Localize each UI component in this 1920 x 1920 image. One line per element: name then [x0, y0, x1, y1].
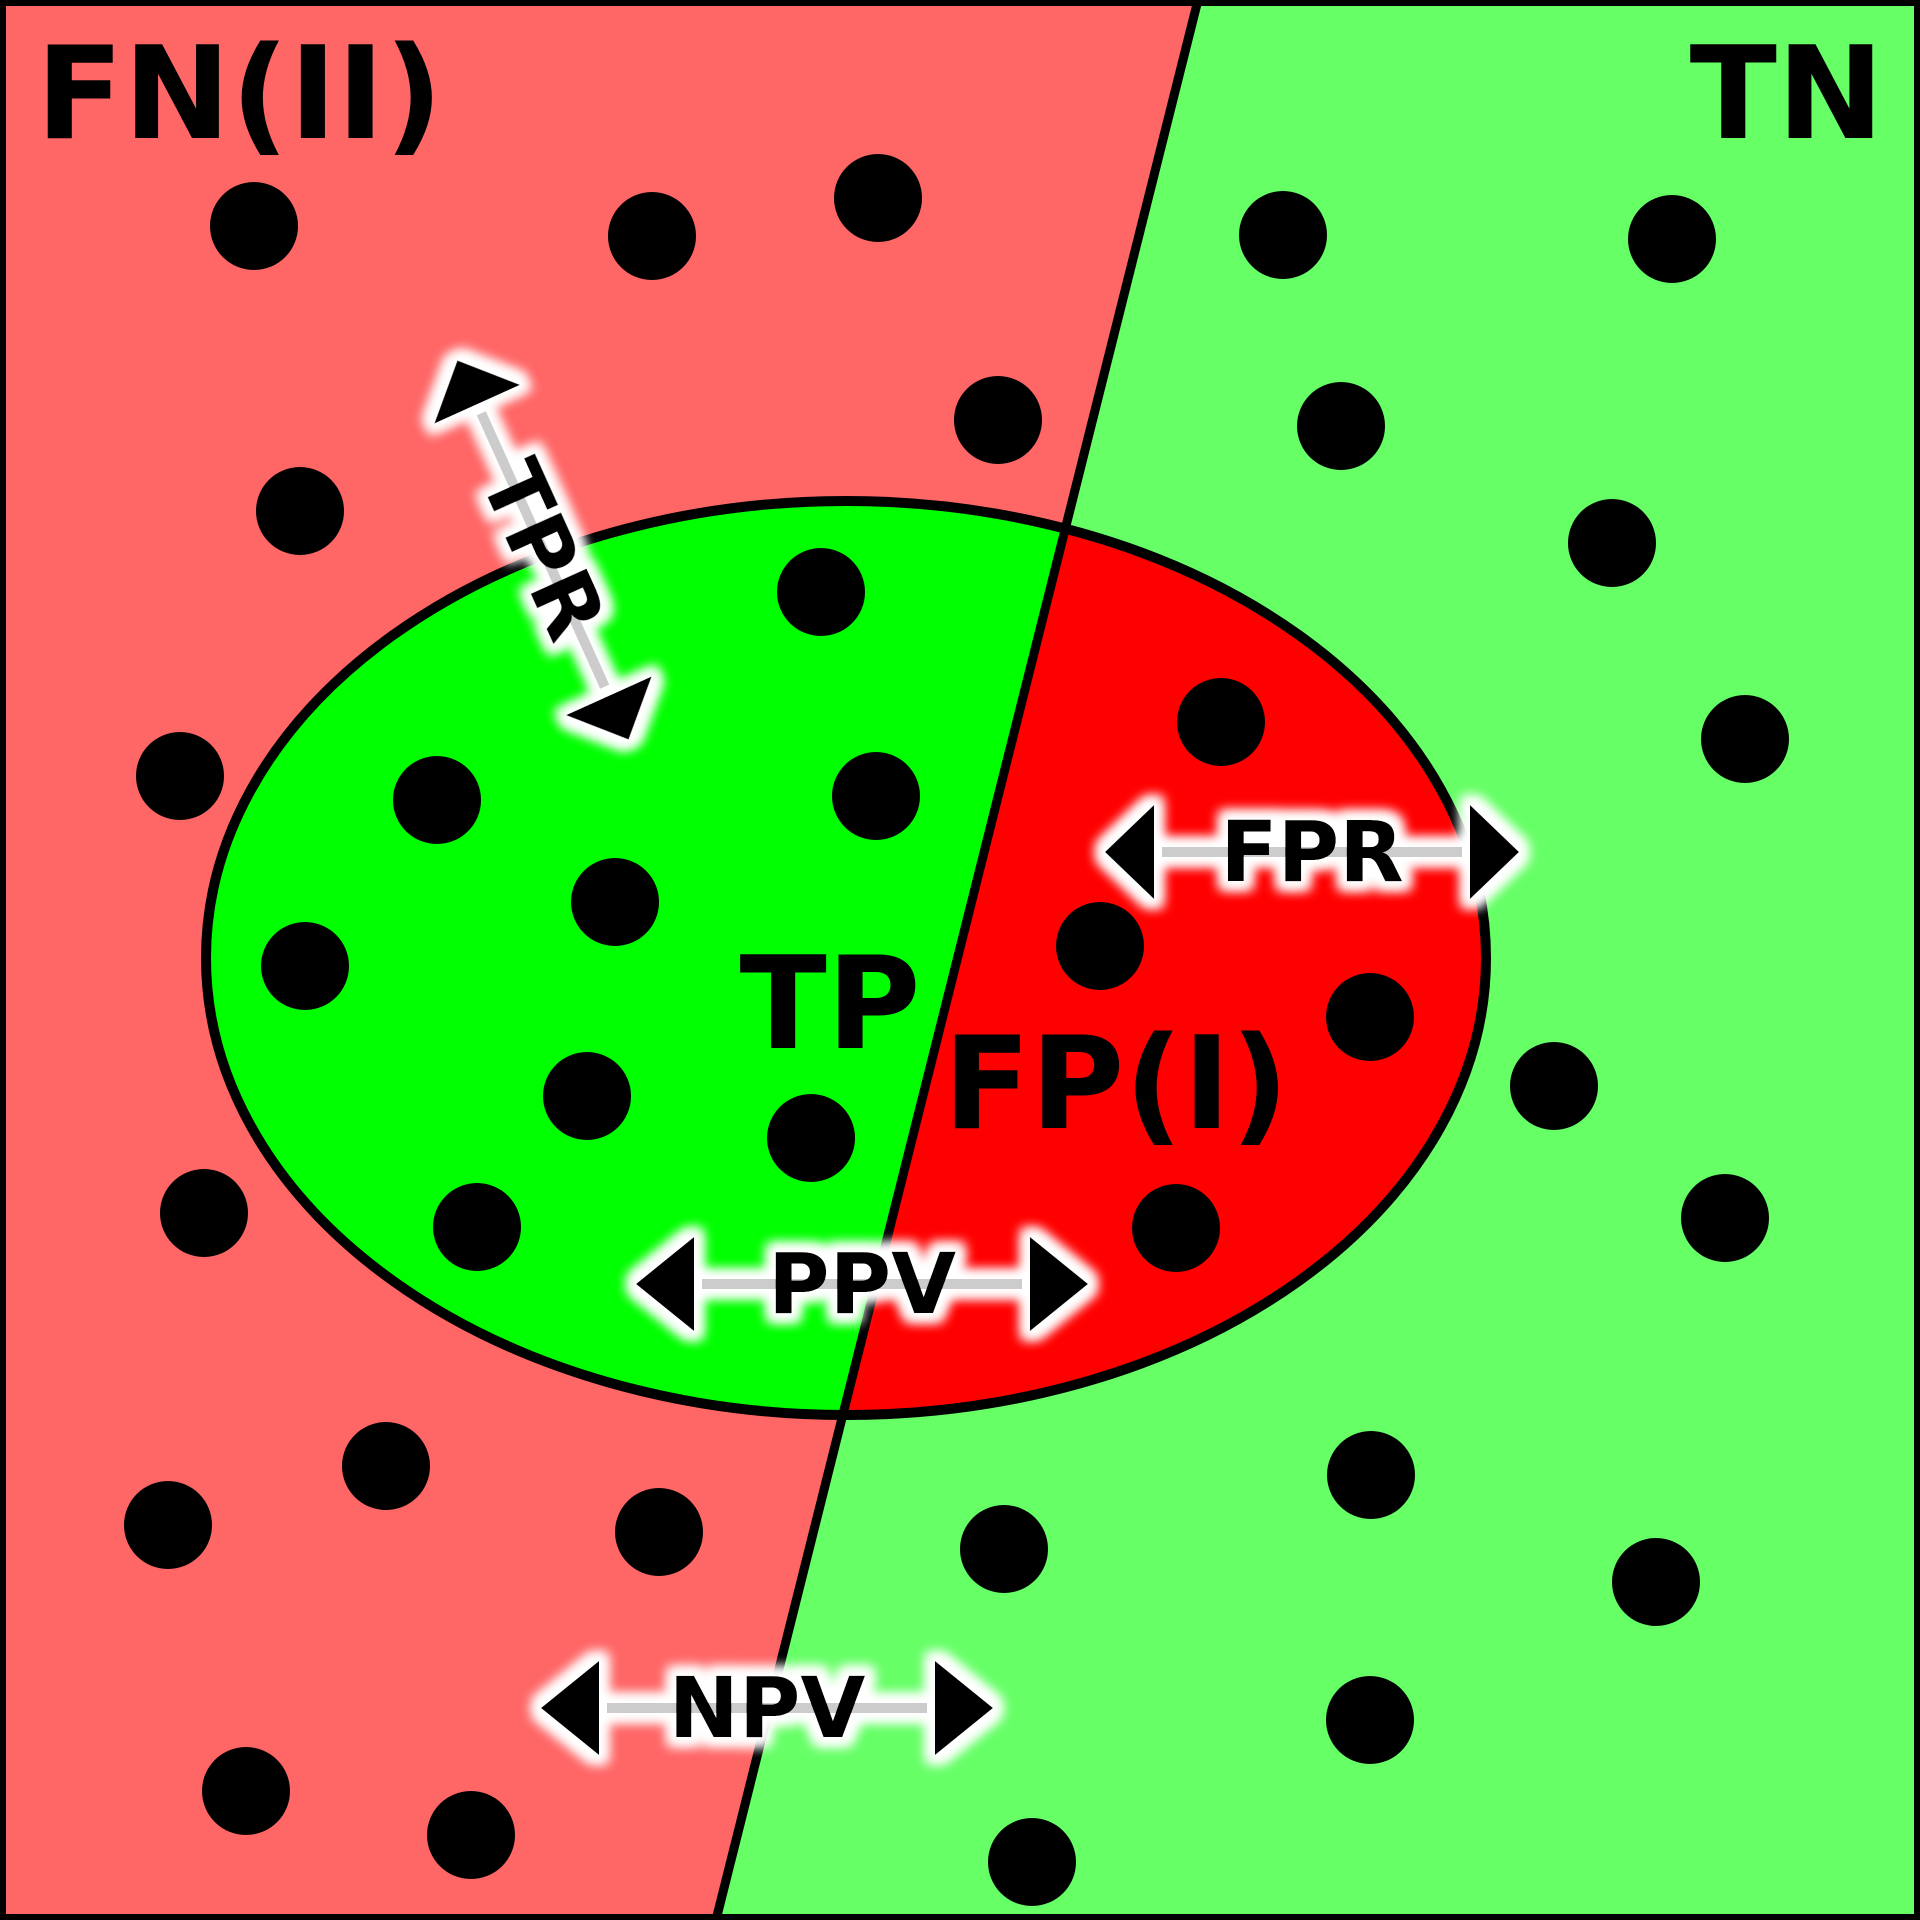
fpr-arrow: FPR	[1105, 803, 1519, 901]
dot	[615, 1488, 703, 1576]
dot	[834, 154, 922, 242]
dot	[777, 548, 865, 636]
dot	[1681, 1174, 1769, 1262]
dot	[261, 922, 349, 1010]
dots-layer	[124, 154, 1789, 1906]
dot	[1177, 678, 1265, 766]
dot	[1326, 973, 1414, 1061]
dot	[160, 1169, 248, 1257]
dot	[1297, 382, 1385, 470]
dot	[1701, 695, 1789, 783]
dot	[767, 1094, 855, 1182]
dot	[1612, 1538, 1700, 1626]
dot	[136, 732, 224, 820]
ppv-label: PPV	[768, 1235, 956, 1333]
arrowhead-right-icon	[1470, 805, 1519, 899]
dot	[543, 1052, 631, 1140]
fp-region	[716, 501, 1486, 1415]
fn-label: FN(II)	[36, 20, 443, 169]
test-boundary-line	[711, 0, 1203, 1920]
dot	[202, 1747, 290, 1835]
tn-label: TN	[1690, 20, 1884, 169]
fpr-label: FPR	[1220, 803, 1404, 901]
dot	[427, 1791, 515, 1879]
dot	[1056, 902, 1144, 990]
dot	[342, 1422, 430, 1510]
dot	[210, 182, 298, 270]
fp-label: FP(I)	[943, 1010, 1289, 1159]
arrowhead-left-icon	[541, 1661, 599, 1755]
dot	[1132, 1184, 1220, 1272]
dot	[1568, 499, 1656, 587]
arrowhead-left-icon	[434, 360, 520, 424]
dot	[832, 752, 920, 840]
arrowhead-left-icon	[636, 1237, 694, 1331]
dot	[608, 192, 696, 280]
dot	[571, 858, 659, 946]
dot	[960, 1505, 1048, 1593]
dot	[1326, 1676, 1414, 1764]
dot	[1239, 191, 1327, 279]
dot	[393, 756, 481, 844]
arrowhead-right-icon	[566, 676, 652, 740]
dot	[954, 376, 1042, 464]
dot	[1510, 1042, 1598, 1130]
ppv-arrow: PPV	[636, 1235, 1088, 1333]
npv-label: NPV	[669, 1659, 866, 1757]
dot	[988, 1818, 1076, 1906]
dot	[433, 1183, 521, 1271]
arrowhead-left-icon	[1105, 805, 1154, 899]
dot	[124, 1481, 212, 1569]
arrowhead-right-icon	[935, 1661, 993, 1755]
tp-label: TP	[739, 930, 920, 1079]
dot	[1327, 1431, 1415, 1519]
arrowhead-right-icon	[1030, 1237, 1088, 1331]
npv-arrow: NPV	[541, 1659, 993, 1757]
dot	[256, 467, 344, 555]
dot	[1628, 195, 1716, 283]
